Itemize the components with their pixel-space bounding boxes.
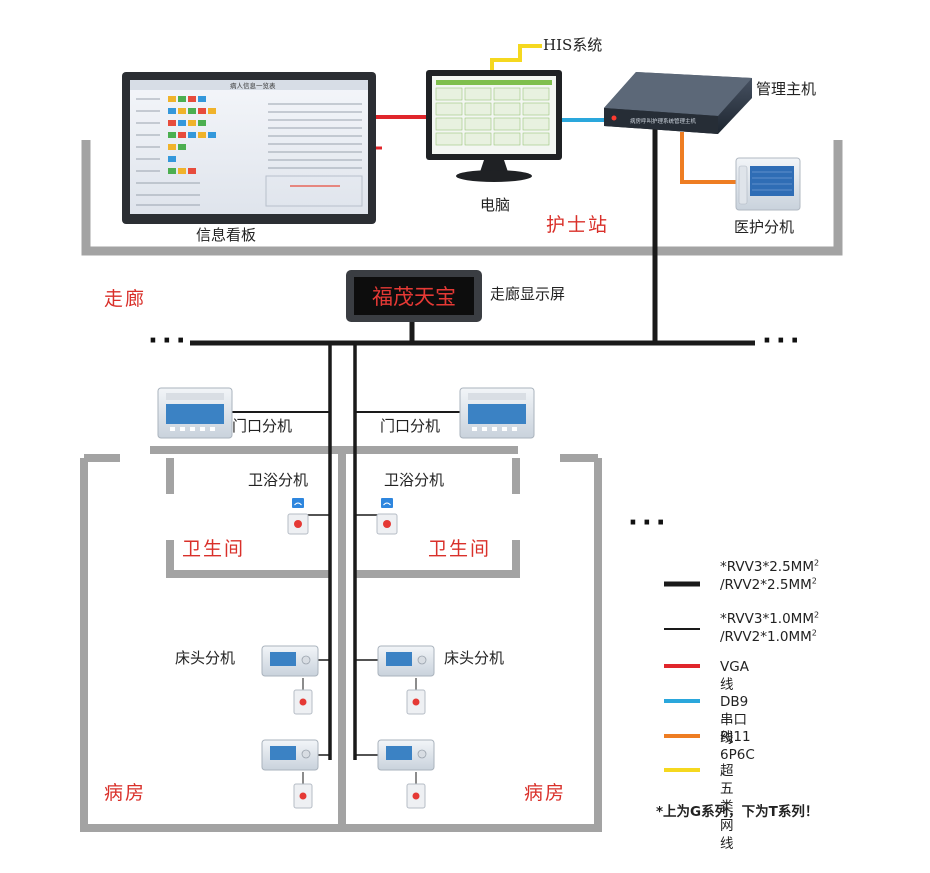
medical-extension-device [735,157,801,211]
label-ward-right: 病房 [524,782,567,804]
dots-bus-left: ··· [148,326,190,356]
legend-item-cat5: 超五类网线 [720,763,734,852]
legend-item-rj11: RJ11 6P6C [720,729,755,764]
dots-legend: ··· [628,508,670,538]
legend-note: *上为G系列，下为T系列！ [656,804,819,820]
info-board-device: 病人信息一览表 [122,72,376,224]
nurse-station-room [81,140,843,256]
bedside-extension-left-1 [261,645,319,715]
door-extension-left [157,387,233,439]
legend-item-db9: DB9串口线 [720,694,749,747]
label-corridor: 走廊 [104,288,147,310]
legend-item-rvv10: *RVV3*1.0MM2 /RVV2*1.0MM2 [720,610,920,646]
label-door-extension-right: 门口分机 [380,417,441,435]
computer-device [426,70,562,182]
cables [190,44,755,784]
legend-rvv10-sup1: 2 [813,610,820,620]
bedside-extension-left-2 [261,739,319,809]
legend-item-rvv25: *RVV3*2.5MM2 /RVV2*2.5MM2 [720,558,920,594]
board-title: 病人信息一览表 [230,81,276,90]
legend-rvv25-sup1: 2 [813,558,820,568]
legend-item-vga: VGA线 [720,659,749,694]
ward-walls [80,446,602,832]
legend-swatches [664,581,700,772]
label-bedside-extension-left: 床头分机 [175,649,236,667]
legend-rvv25-line2: /RVV2*2.5MM [720,577,812,594]
display-text: 福茂天宝 [372,285,456,309]
label-corridor-display: 走廊显示屏 [490,285,566,303]
label-bath-extension-right: 卫浴分机 [384,471,445,489]
dots-bus-right: ··· [762,326,804,356]
label-computer: 电脑 [480,196,511,214]
legend-rvv10-sup2: 2 [811,628,817,638]
board-grid [168,96,216,174]
bedside-extension-right-1 [377,645,435,715]
label-his: HIS系统 [543,36,603,54]
bath-extension-left [287,498,309,535]
bath-extension-right [376,498,398,535]
label-management-host: 管理主机 [756,80,817,98]
legend-rvv25-line1: *RVV3*2.5MM [720,559,814,575]
label-info-board: 信息看板 [196,226,257,244]
label-toilet-right: 卫生间 [428,538,492,560]
label-ward-left: 病房 [104,782,147,804]
label-toilet-left: 卫生间 [182,538,246,560]
legend-rvv10-line1: *RVV3*1.0MM [720,611,814,627]
management-host-device: 病房呼叫护理系统管理主机 [604,72,752,134]
label-nurse-station: 护士站 [546,214,610,236]
door-extension-right [459,387,535,439]
legend-rvv10-line2: /RVV2*1.0MM [720,629,812,646]
bedside-extension-right-2 [377,739,435,809]
corridor-display-device: 福茂天宝 [346,270,482,322]
legend-rvv25-sup2: 2 [811,576,817,586]
computer-screen-grid [435,80,552,146]
label-door-extension-left: 门口分机 [232,417,293,435]
label-medical-extension: 医护分机 [734,218,795,236]
label-bedside-extension-right: 床头分机 [444,649,505,667]
label-bath-extension-left: 卫浴分机 [248,471,309,489]
host-panel-text: 病房呼叫护理系统管理主机 [630,117,697,125]
